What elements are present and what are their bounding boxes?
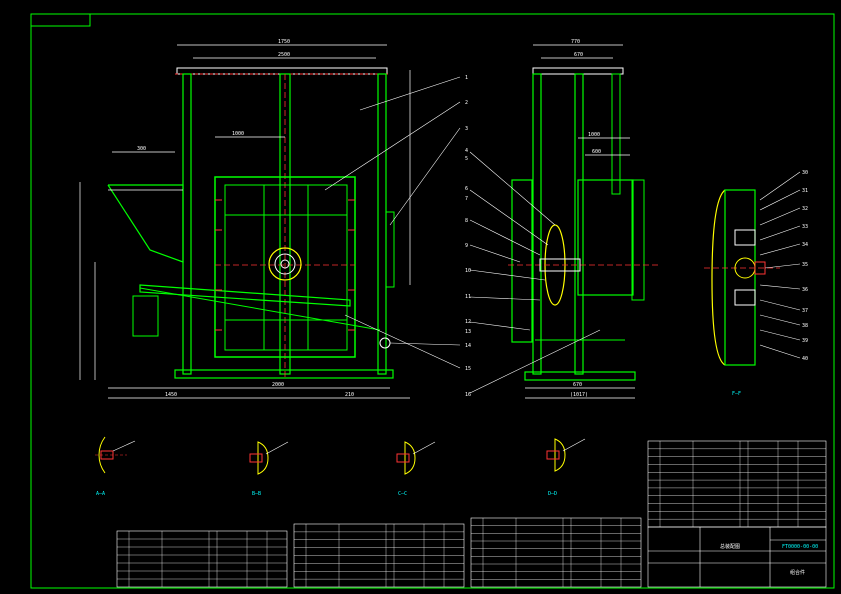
section-label-f: F—F bbox=[732, 391, 741, 397]
dim-bottom-front-3: 210 bbox=[345, 392, 354, 398]
part-number-front-15: 15 bbox=[465, 366, 471, 372]
part-number-side-12: 12 bbox=[465, 319, 471, 325]
part-number-front-1: 1 bbox=[465, 75, 468, 81]
dim-bottom-front-1: 1450 bbox=[165, 392, 177, 398]
part-number-detail-30: 30 bbox=[802, 170, 808, 176]
part-number-side-8: 8 bbox=[465, 218, 468, 224]
dimension-labels: 1750 2500 770 670 300 1000 1000 600 2000… bbox=[137, 39, 601, 398]
dim-top-side-1: 770 bbox=[571, 39, 580, 45]
part-number-detail-35: 35 bbox=[802, 262, 808, 268]
section-label-c: C—C bbox=[398, 491, 407, 497]
part-number-detail-38: 38 bbox=[802, 323, 808, 329]
part-number-side-10: 10 bbox=[465, 268, 471, 274]
dim-bottom-side-1: 670 bbox=[573, 382, 582, 388]
part-number-side-9: 9 bbox=[465, 243, 468, 249]
drawing-no: FT0000-00-00 bbox=[782, 544, 818, 550]
front-view bbox=[79, 44, 461, 399]
corner-label-box bbox=[30, 13, 91, 27]
dim-mid: 1000 bbox=[232, 131, 244, 137]
section-label-a: A—A bbox=[96, 491, 105, 497]
section-details bbox=[95, 436, 586, 475]
part-number-labels: 1231415164567891011121330313233343536373… bbox=[465, 75, 808, 398]
dim-left-small: 300 bbox=[137, 146, 146, 152]
part-number-detail-40: 40 bbox=[802, 356, 808, 362]
section-view-labels: A—A B—B C—C D—D F—F bbox=[96, 391, 741, 497]
part-number-detail-34: 34 bbox=[802, 242, 808, 248]
part-number-detail-31: 31 bbox=[802, 188, 808, 194]
detail-view bbox=[704, 171, 801, 366]
section-label-d: D—D bbox=[548, 491, 557, 497]
part-number-side-7: 7 bbox=[465, 196, 468, 202]
part-number-side-11: 11 bbox=[465, 294, 471, 300]
dim-top-side-2: 670 bbox=[574, 52, 583, 58]
part-number-detail-36: 36 bbox=[802, 287, 808, 293]
table-rows bbox=[117, 441, 826, 587]
part-number-side-6: 6 bbox=[465, 186, 468, 192]
parts-lists bbox=[116, 440, 827, 588]
dim-bottom-side-2: (1017) bbox=[570, 392, 588, 398]
dim-top-front-1: 1750 bbox=[278, 39, 290, 45]
material-text: 组合件 bbox=[790, 569, 805, 576]
side-view bbox=[469, 44, 660, 399]
part-number-detail-33: 33 bbox=[802, 224, 808, 230]
part-number-front-16: 16 bbox=[465, 392, 471, 398]
part-number-front-2: 2 bbox=[465, 100, 468, 106]
part-number-side-5: 5 bbox=[465, 156, 468, 162]
dim-side-small: 600 bbox=[592, 149, 601, 155]
part-number-front-14: 14 bbox=[465, 343, 471, 349]
part-number-detail-39: 39 bbox=[802, 338, 808, 344]
dim-bottom-front-2: 2000 bbox=[272, 382, 284, 388]
title-block-text: 总装配图 FT0000-00-00 组合件 bbox=[720, 543, 818, 576]
title-text: 总装配图 bbox=[720, 543, 740, 550]
part-number-front-3: 3 bbox=[465, 126, 468, 132]
dim-side-mid: 1000 bbox=[588, 132, 600, 138]
section-label-b: B—B bbox=[252, 491, 261, 497]
part-number-side-13: 13 bbox=[465, 329, 471, 335]
part-number-detail-37: 37 bbox=[802, 308, 808, 314]
part-number-detail-32: 32 bbox=[802, 206, 808, 212]
dim-top-front-2: 2500 bbox=[278, 52, 290, 58]
outer-frame bbox=[30, 13, 835, 589]
part-number-side-4: 4 bbox=[465, 148, 468, 154]
